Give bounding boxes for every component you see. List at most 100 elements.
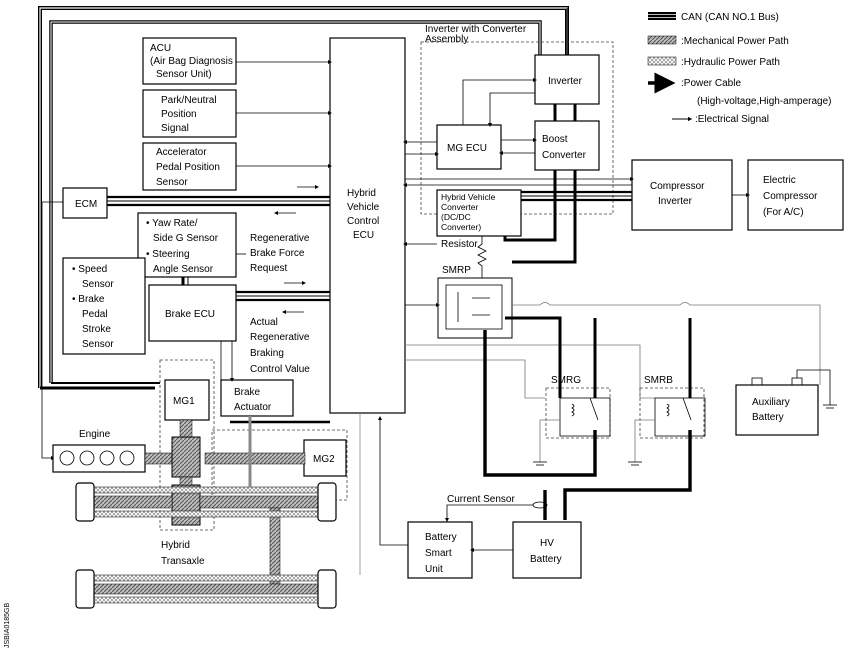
yaw-rate-label-1: • Yaw Rate/ — [146, 218, 198, 229]
hv-battery-label-2: Battery — [530, 554, 562, 565]
wheels — [75, 482, 337, 609]
accelerator-label-3: Sensor — [156, 177, 188, 188]
smrb-outline — [639, 387, 705, 439]
ecm-engine-line — [41, 201, 63, 460]
inverter-assembly-label-2: Assembly — [425, 34, 468, 45]
hv-converter-label-3: (DC/DC — [441, 212, 471, 222]
actual-regen-label-4: Control Value — [250, 364, 310, 375]
smrg-label: SMRG — [551, 375, 581, 386]
legend-power-cable-label: :Power Cable — [681, 78, 741, 89]
mg2-box: MG2 — [303, 439, 347, 477]
legend: CAN (CAN NO.1 Bus) :Mechanical Power Pat… — [647, 12, 832, 125]
hv-converter-label-4: Converter) — [441, 222, 481, 232]
electric-compressor-label-1: Electric — [763, 175, 796, 186]
inverter-label: Inverter — [548, 76, 583, 87]
mg1-label: MG1 — [173, 396, 195, 407]
compressor-inverter-label-1: Compressor — [650, 181, 705, 192]
brake-actuator-label-2: Actuator — [234, 402, 272, 413]
accelerator-label-2: Pedal Position — [156, 162, 220, 173]
inverter-assembly-label-1: Inverter with Converter — [425, 24, 527, 35]
aux-battery-label-2: Battery — [752, 412, 784, 423]
smrg-box: SMRG — [533, 375, 611, 466]
hybrid-transaxle-label-2: Transaxle — [161, 556, 205, 567]
smrb-label: SMRB — [644, 375, 673, 386]
hv-power-cables — [483, 170, 692, 520]
acu-box: ACU (Air Bag Diagnosis Sensor Unit) — [142, 37, 237, 85]
smrb-box: SMRB — [628, 375, 706, 466]
speed-sensor-label-6: Sensor — [82, 339, 114, 350]
bsu-label-2: Smart — [425, 548, 452, 559]
ecm-label: ECM — [75, 199, 97, 210]
hv-battery-label-1: HV — [540, 538, 554, 549]
regen-request-label-3: Request — [250, 263, 287, 274]
mg2-label: MG2 — [313, 454, 335, 465]
mg-ecu-label: MG ECU — [447, 143, 487, 154]
hv-converter-label-2: Converter — [441, 202, 478, 212]
acu-label-2: (Air Bag Diagnosis — [150, 56, 233, 67]
park-neutral-label-3: Signal — [161, 123, 189, 134]
regen-request-label-1: Regenerative — [250, 233, 310, 244]
boost-converter-label-2: Converter — [542, 150, 587, 161]
legend-hydraulic: :Hydraulic Power Path — [647, 56, 780, 68]
can-ecm-hv — [107, 195, 330, 207]
legend-power-cable-sub: (High-voltage,High-amperage) — [697, 96, 832, 107]
brake-ecu-box: Brake ECU — [148, 284, 237, 342]
bsu-label-1: Battery — [425, 532, 457, 543]
relay-signal-lines — [405, 302, 821, 399]
smrp-label: SMRP — [442, 265, 471, 276]
hv-converter-box: Hybrid Vehicle Converter (DC/DC Converte… — [436, 189, 522, 237]
ecm-box: ECM — [62, 187, 108, 219]
resistor-label: Resistor — [441, 239, 478, 250]
legend-electrical: :Electrical Signal — [672, 114, 769, 125]
wheel-front-right — [317, 482, 337, 522]
speed-sensor-label-3: • Brake — [72, 294, 105, 305]
boost-converter-box: Boost Converter — [534, 120, 600, 171]
smrg-coil — [559, 397, 611, 437]
boost-converter-label-1: Boost — [542, 134, 568, 145]
hv-ecu-label-2: Vehicle — [347, 202, 380, 213]
hybrid-transaxle-label-1: Hybrid — [161, 540, 190, 551]
legend-mechanical: :Mechanical Power Path — [647, 35, 789, 47]
wheel-front-left — [75, 482, 95, 522]
smrp-coil — [445, 284, 503, 330]
brake-ecu-label: Brake ECU — [165, 309, 215, 320]
auxiliary-battery-box: Auxiliary Battery — [735, 369, 837, 436]
hv-ecu-label-4: ECU — [353, 230, 374, 241]
park-neutral-box: Park/Neutral Position Signal — [142, 89, 237, 138]
actual-regen-label-1: Actual — [250, 317, 278, 328]
brake-actuator-box: Brake Actuator — [220, 379, 294, 417]
wheel-rear-left — [75, 569, 95, 609]
current-sensor-line — [445, 504, 533, 522]
park-neutral-label-2: Position — [161, 109, 197, 120]
speed-sensor-label-4: Pedal — [82, 309, 108, 320]
smrp-outline — [437, 277, 513, 339]
mechanical-paths — [93, 419, 319, 595]
smrg-outline — [545, 387, 611, 439]
mg1-box: MG1 — [164, 379, 210, 421]
aux-battery-label-1: Auxiliary — [752, 397, 790, 408]
inverter-box: Inverter — [534, 54, 600, 105]
yaw-rate-label-3: • Steering — [146, 249, 190, 260]
engine-label: Engine — [79, 429, 111, 440]
compressor-inverter-label-2: Inverter — [658, 196, 693, 207]
park-neutral-label-1: Park/Neutral — [161, 95, 217, 106]
legend-can: CAN (CAN NO.1 Bus) — [648, 12, 779, 23]
hv-converter-label-1: Hybrid Vehicle — [441, 192, 496, 202]
yaw-rate-box: • Yaw Rate/ Side G Sensor • Steering Ang… — [137, 212, 237, 278]
electric-compressor-label-2: Compressor — [763, 191, 818, 202]
accelerator-label-1: Accelerator — [156, 147, 207, 158]
electric-compressor-box: Electric Compressor (For A/C) — [747, 159, 844, 231]
legend-power-cable: :Power Cable (High-voltage,High-amperage… — [648, 72, 832, 107]
hv-battery-box: HV Battery — [512, 521, 582, 579]
can-brake-hv — [236, 290, 330, 302]
speed-sensor-box: • Speed Sensor • Brake Pedal Stroke Sens… — [62, 257, 146, 355]
yaw-rate-label-4: Angle Sensor — [153, 264, 214, 275]
resistor-symbol — [477, 236, 487, 278]
electric-compressor-label-3: (For A/C) — [763, 207, 804, 218]
legend-electrical-label: :Electrical Signal — [695, 114, 769, 125]
regen-request-label-2: Brake Force — [250, 248, 305, 259]
hv-ecu-label-3: Control — [347, 216, 379, 227]
smrp-box: SMRP — [437, 265, 513, 339]
speed-sensor-label-2: Sensor — [82, 279, 114, 290]
